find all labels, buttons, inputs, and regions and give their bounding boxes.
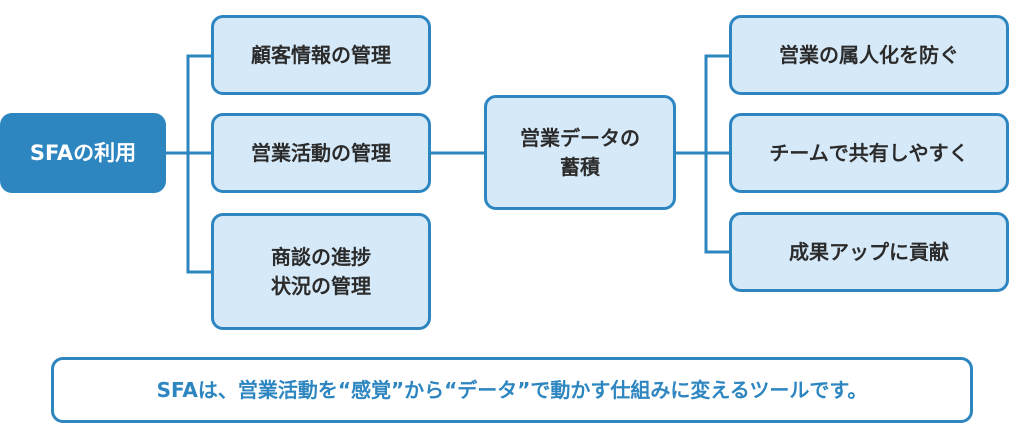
node-team-sharing-label: チームで共有しやすく [769,140,969,165]
node-results-label: 成果アップに貢献 [789,239,949,264]
node-easy-team-sharing: チームで共有しやすく [729,113,1009,193]
node-customer-info-management: 顧客情報の管理 [211,15,431,95]
node-contribute-to-results: 成果アップに貢献 [729,212,1009,292]
summary-banner: SFAは、営業活動を“感覚”から“データ”で動かす仕組みに変えるツールです。 [51,357,973,423]
node-sales-data-accumulation: 営業データの 蓄積 [484,95,676,210]
root-node-sfa-usage: SFAの利用 [0,113,166,193]
node-deal-progress-label: 商談の進捗 状況の管理 [271,244,371,298]
node-prevent-personalization-label: 営業の属人化を防ぐ [779,42,959,67]
node-customer-info-label: 顧客情報の管理 [251,42,391,67]
node-sales-data-label: 営業データの 蓄積 [520,125,640,179]
node-prevent-personalization: 営業の属人化を防ぐ [729,15,1009,95]
node-deal-progress-management: 商談の進捗 状況の管理 [211,213,431,330]
root-node-label: SFAの利用 [29,140,137,165]
summary-text: SFAは、営業活動を“感覚”から“データ”で動かす仕組みに変えるツールです。 [156,377,868,402]
node-sales-activity-label: 営業活動の管理 [251,140,391,165]
node-sales-activity-management: 営業活動の管理 [211,113,431,193]
